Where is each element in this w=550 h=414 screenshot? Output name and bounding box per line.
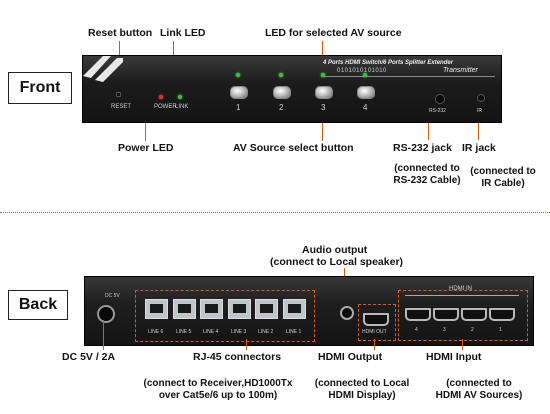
- hdmi-in-port-label-2: 2: [471, 327, 474, 333]
- ir-note-line2: IR Cable): [481, 178, 525, 189]
- callout-power: [145, 105, 146, 141]
- hdmi-input-label: HDMI Input: [426, 351, 482, 363]
- button-number-1: 1: [236, 103, 241, 112]
- ir-note: (connected to IR Cable): [463, 166, 543, 190]
- callout-led-selected: [322, 41, 323, 63]
- line6-text: LINE 6: [148, 329, 164, 335]
- rj45-label: RJ-45 connectors: [193, 351, 282, 363]
- transmitter-text: Transmitter: [443, 67, 478, 74]
- hdmi-input-note: (connected to HDMI AV Sources): [424, 378, 534, 402]
- back-section-text: Back: [18, 296, 58, 313]
- ir-jack[interactable]: [477, 94, 485, 102]
- link-text: LINK: [175, 104, 189, 110]
- av-source-button-2[interactable]: [273, 86, 291, 99]
- source-led-3: [321, 73, 325, 77]
- rj45-port-6[interactable]: [145, 299, 168, 319]
- hdmi-input-port-1[interactable]: [489, 308, 515, 321]
- model-text: 4 Ports HDMI Switch/6 Ports Splitter Ext…: [323, 60, 454, 66]
- ir-text: IR: [477, 108, 482, 114]
- hdmi-input-port-4[interactable]: [405, 308, 431, 321]
- hdmi-out-outline: [358, 304, 396, 341]
- dc-label: DC 5V / 2A: [62, 351, 116, 363]
- ir-note-line1: (connected to: [470, 166, 536, 177]
- hdmi-output-note-line1: (connected to Local: [314, 378, 410, 389]
- callout-rj45: [246, 339, 247, 350]
- button-number-2: 2: [279, 103, 284, 112]
- hdmi-input-note-line2: HDMI AV Sources): [435, 390, 523, 401]
- rj45-port-4[interactable]: [200, 299, 223, 319]
- av-select-label: AV Source select button: [233, 142, 354, 154]
- rj45-group-outline: [135, 290, 315, 342]
- av-source-button-1[interactable]: [230, 86, 248, 99]
- section-divider: [0, 212, 550, 213]
- line4-text: LINE 4: [203, 329, 219, 335]
- hdmi-output-label: HDMI Output: [318, 351, 383, 363]
- reset-text: RESET: [111, 104, 132, 110]
- button-number-3: 3: [321, 103, 326, 112]
- rj45-port-2[interactable]: [255, 299, 278, 319]
- front-section-text: Front: [19, 79, 61, 96]
- link-led-label: Link LED: [160, 27, 206, 39]
- callout-hdmi-out: [374, 339, 375, 350]
- link-led: [178, 95, 182, 99]
- led-selected-label: LED for selected AV source: [265, 27, 402, 39]
- reset-button[interactable]: [116, 92, 121, 97]
- bits-text: 0101010101010: [337, 68, 387, 74]
- source-led-1: [236, 73, 240, 77]
- hdmi-input-port-2[interactable]: [461, 308, 487, 321]
- callout-av-select: [322, 108, 323, 141]
- line2-text: LINE 2: [258, 329, 274, 335]
- rj45-note-line2: over Cat5e/6 up to 100m): [158, 390, 278, 401]
- hdmi-input-port-3[interactable]: [433, 308, 459, 321]
- power-text: POWER: [154, 104, 177, 110]
- rs232-note-line1: (connected to: [394, 163, 460, 174]
- rs232-note: (connected to RS-232 Cable): [381, 163, 473, 187]
- dc-power-jack[interactable]: [97, 305, 115, 323]
- audio-output-label: Audio output: [302, 244, 368, 256]
- hdmi-in-rule: [405, 295, 519, 296]
- callout-hdmi-in: [462, 339, 463, 350]
- rs232-jack-label: RS-232 jack: [393, 142, 452, 154]
- hdmi-in-port-label-3: 3: [443, 327, 446, 333]
- front-stripes: [83, 56, 123, 82]
- rj45-port-1[interactable]: [283, 299, 306, 319]
- rs232-note-line2: RS-232 Cable): [393, 175, 461, 186]
- rj45-port-5[interactable]: [173, 299, 196, 319]
- power-led-label: Power LED: [118, 142, 174, 154]
- line5-text: LINE 5: [176, 329, 192, 335]
- source-led-4: [363, 73, 367, 77]
- front-panel: 4 Ports HDMI Switch/6 Ports Splitter Ext…: [82, 55, 502, 123]
- callout-dc: [103, 320, 104, 350]
- line1-text: LINE 1: [286, 329, 302, 335]
- source-led-2: [279, 73, 283, 77]
- line3-text: LINE 3: [231, 329, 247, 335]
- hdmi-in-port-label-4: 4: [415, 327, 418, 333]
- front-section-label: Front: [8, 72, 72, 104]
- rs232-jack[interactable]: [435, 94, 445, 104]
- rs232-text: RS-232: [429, 108, 446, 114]
- av-source-button-3[interactable]: [315, 86, 333, 99]
- hdmi-in-port-label-1: 1: [499, 327, 502, 333]
- hdmi-output-port[interactable]: [363, 313, 389, 326]
- hdmi-input-note-line1: (connected to: [446, 378, 512, 389]
- reset-button-label: Reset button: [88, 27, 153, 39]
- hdmi-in-outline: [398, 290, 528, 341]
- rj45-note-line1: (connect to Receiver,HD1000Tx: [143, 378, 293, 389]
- back-section-label: Back: [8, 290, 68, 320]
- model-underline: [323, 76, 495, 77]
- hdmi-out-text: HDMI OUT: [362, 329, 387, 335]
- power-led: [159, 95, 163, 99]
- button-number-4: 4: [363, 103, 368, 112]
- hdmi-in-text: HDMI IN: [449, 286, 472, 292]
- dc5v-text: DC 5V: [105, 293, 120, 299]
- rj45-port-3[interactable]: [228, 299, 251, 319]
- hdmi-output-note-line2: HDMI Display): [328, 390, 396, 401]
- audio-output-jack[interactable]: [340, 306, 354, 320]
- ir-jack-label: IR jack: [462, 142, 496, 154]
- av-source-button-4[interactable]: [357, 86, 375, 99]
- back-panel: DC 5V LINE 6 LINE 5 LINE 4 LINE 3 LINE 2…: [84, 276, 534, 346]
- audio-output-note: (connect to Local speaker): [270, 256, 404, 268]
- rj45-note: (connect to Receiver,HD1000Tx over Cat5e…: [128, 378, 308, 402]
- hdmi-output-note: (connected to Local HDMI Display): [308, 378, 416, 402]
